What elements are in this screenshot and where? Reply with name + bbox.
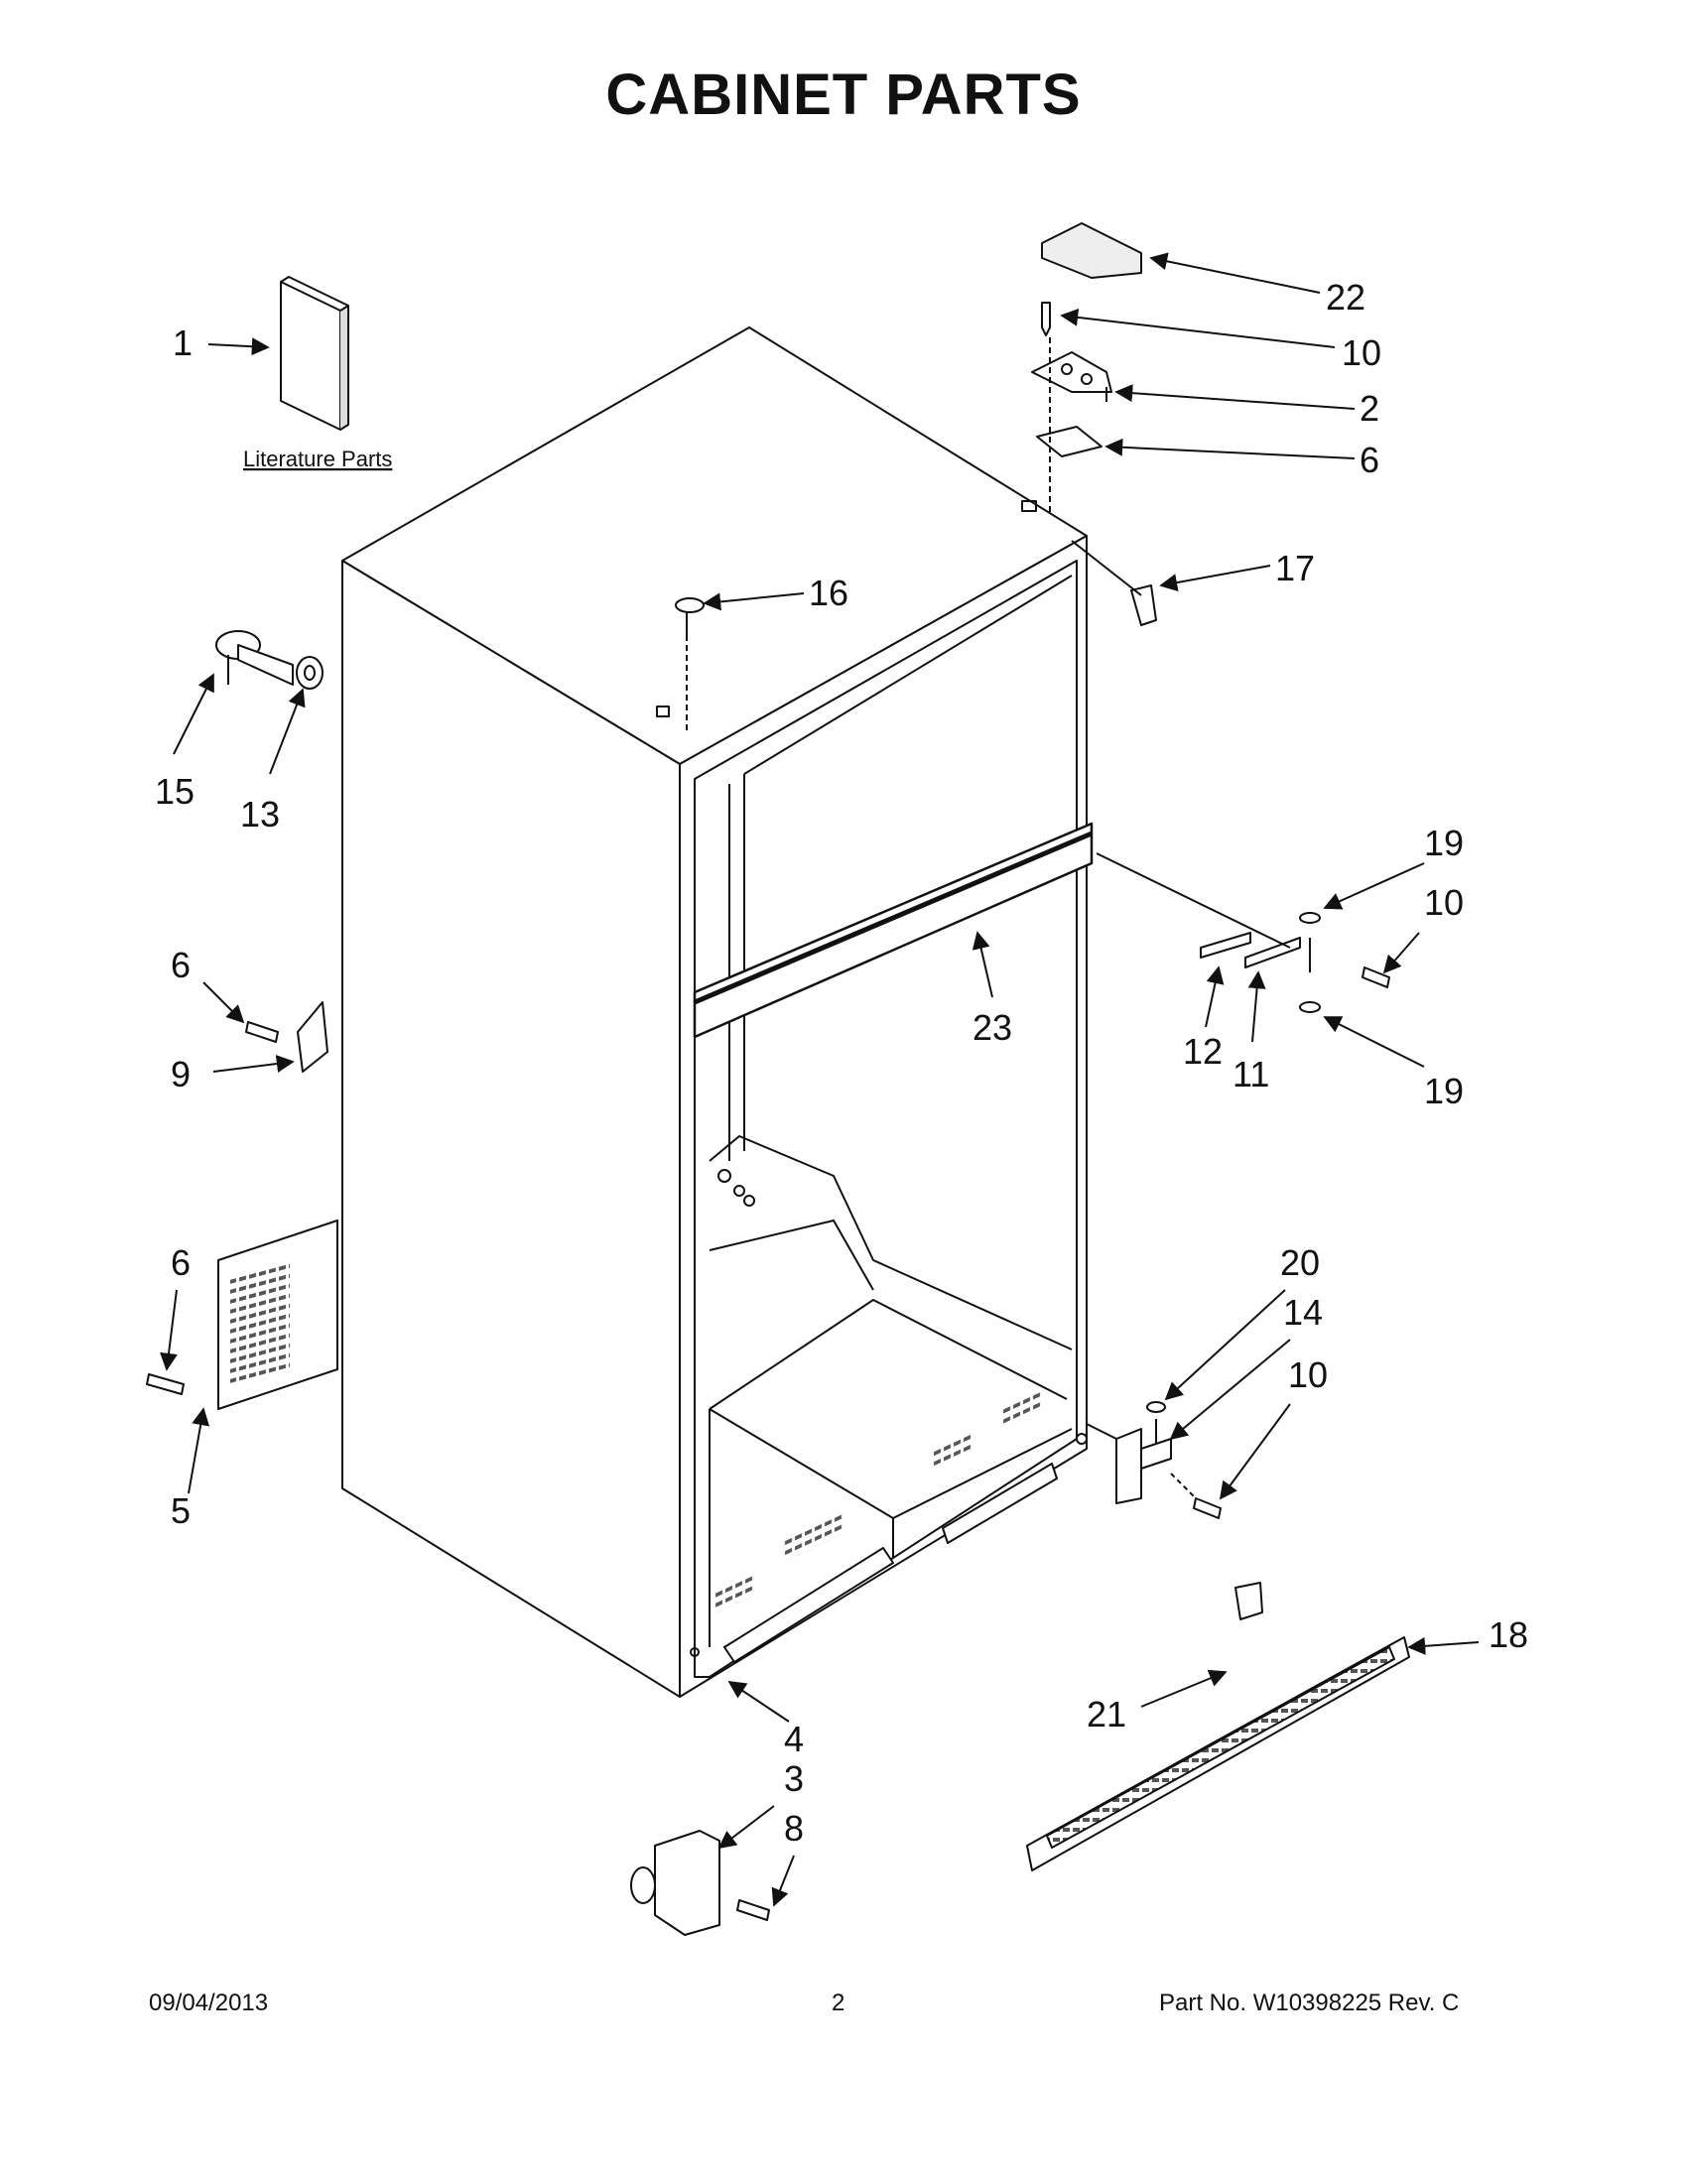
handle-bracket — [297, 1001, 328, 1073]
callout-6-panel: 6 — [171, 1242, 191, 1283]
callout-12: 12 — [1183, 1031, 1223, 1072]
callout-23: 23 — [973, 1007, 1012, 1048]
hinge-screw-top — [1041, 302, 1051, 336]
callout-2: 2 — [1360, 388, 1379, 429]
callout-16: 16 — [809, 573, 848, 613]
panel-screw — [146, 1373, 185, 1395]
footer-part-number: Part No. W10398225 Rev. C — [1159, 1990, 1460, 2016]
callout-10-bottom: 10 — [1288, 1354, 1328, 1395]
middle-hinge-parts — [1200, 912, 1390, 1013]
callout-18: 18 — [1489, 1614, 1528, 1655]
refrigerator-cabinet — [341, 326, 1094, 1698]
callout-15: 15 — [155, 771, 195, 812]
callout-22: 22 — [1326, 277, 1365, 318]
callout-1: 1 — [173, 322, 193, 363]
page-title: CABINET PARTS — [605, 63, 1082, 127]
literature-parts-label: Literature Parts — [243, 447, 392, 471]
callout-13: 13 — [240, 794, 280, 835]
hinge-shim — [1036, 426, 1103, 457]
toe-grille — [1026, 1636, 1410, 1871]
callout-21: 21 — [1087, 1694, 1126, 1734]
callout-6-side: 6 — [171, 945, 191, 985]
leader-arrows — [160, 252, 1480, 1907]
footer-date: 09/04/2013 — [149, 1990, 269, 2016]
door-stop — [1130, 584, 1157, 626]
callout-10-mid: 10 — [1424, 882, 1464, 923]
roller-bracket — [630, 1830, 720, 1936]
callout-8: 8 — [784, 1808, 804, 1849]
bottom-hinge — [1115, 1401, 1222, 1519]
grille-clip — [1234, 1582, 1263, 1620]
callout-9: 9 — [171, 1054, 191, 1094]
callout-14: 14 — [1283, 1292, 1323, 1333]
callout-19-top: 19 — [1424, 823, 1464, 863]
leader-line — [1096, 852, 1291, 949]
callout-11: 11 — [1233, 1054, 1269, 1094]
callout-19-bottom: 19 — [1424, 1071, 1464, 1111]
bracket-screw — [736, 1899, 770, 1921]
callout-5: 5 — [171, 1490, 191, 1531]
leader-line — [1071, 540, 1142, 596]
footer-page-number: 2 — [832, 1990, 845, 2016]
callout-3: 3 — [784, 1758, 804, 1799]
screw — [245, 1021, 279, 1043]
bushing — [296, 656, 324, 690]
callout-4: 4 — [784, 1719, 804, 1759]
access-panel — [217, 1220, 338, 1410]
callout-10-top: 10 — [1342, 332, 1381, 373]
callout-17: 17 — [1275, 548, 1315, 588]
top-hinge — [1031, 351, 1112, 402]
callout-20: 20 — [1280, 1242, 1320, 1283]
callout-6-hinge: 6 — [1360, 440, 1379, 480]
literature-book — [280, 276, 349, 431]
hinge-pin-bracket — [215, 630, 294, 686]
top-hinge-cover — [1041, 222, 1142, 279]
